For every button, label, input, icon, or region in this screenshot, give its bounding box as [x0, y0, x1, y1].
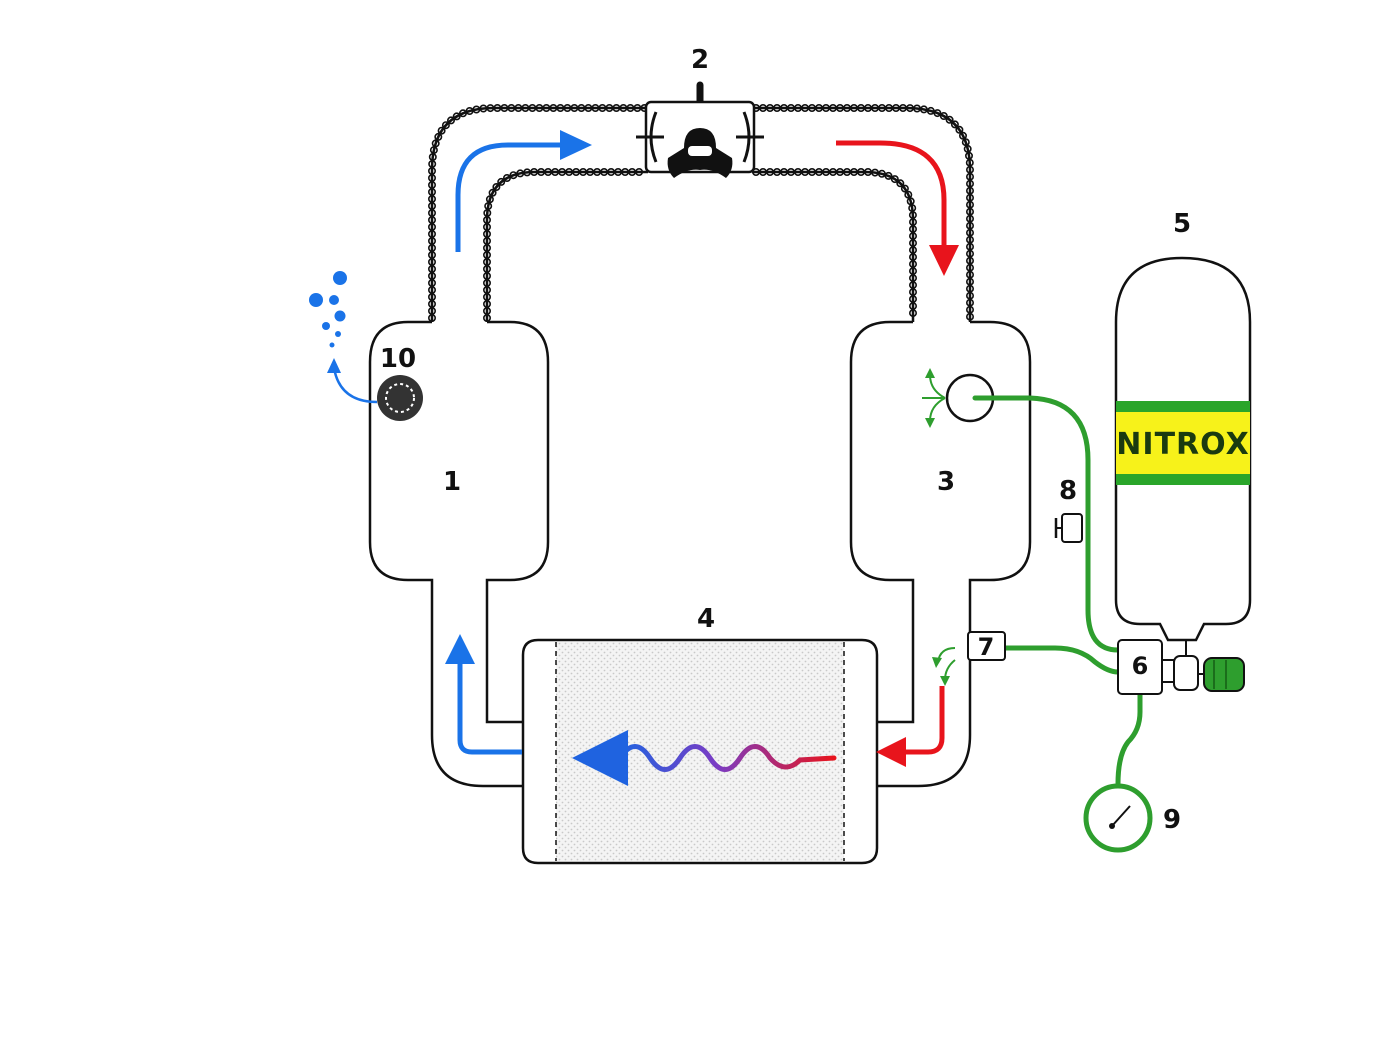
inhale-flow-arrow-top	[836, 140, 959, 276]
scrubber-canister	[521, 638, 879, 865]
inhale-flow-arrow-bottom	[876, 686, 945, 767]
label-7: 7	[978, 633, 995, 661]
hose-corrugation	[482, 168, 644, 322]
tank-valve-knob-icon	[1203, 657, 1245, 692]
hose-corrugation	[427, 104, 649, 322]
auto-diluent-valve	[932, 631, 1006, 686]
tank-label: NITROX	[1116, 427, 1249, 462]
label-6: 6	[1132, 652, 1149, 680]
counterlung-inhale	[849, 320, 1032, 788]
pressure-gauge-icon	[1083, 783, 1153, 853]
exhale-flow-arrow-top	[455, 130, 592, 252]
vent-bubbles-icon	[309, 271, 378, 404]
mouthpiece	[636, 81, 764, 178]
exhale-flow-arrow-bottom	[445, 634, 522, 755]
hose-corrugation	[751, 168, 917, 318]
label-3: 3	[937, 467, 955, 497]
label-2: 2	[691, 45, 709, 75]
breathing-hose-inhale	[751, 104, 974, 322]
label-5: 5	[1173, 209, 1191, 239]
hose-corrugation	[751, 104, 974, 321]
label-9: 9	[1163, 805, 1181, 835]
counterlung-exhale	[368, 320, 550, 788]
label-1: 1	[443, 467, 461, 497]
label-4: 4	[697, 604, 715, 634]
tank-label-bg	[1116, 412, 1250, 474]
heat-wave-arrow	[572, 730, 837, 786]
gas-lines	[972, 395, 1143, 787]
overpressure-valve	[377, 375, 423, 421]
breathing-hose-exhale	[427, 104, 649, 322]
first-stage-regulator	[1117, 639, 1206, 695]
manual-add-valve	[1054, 513, 1083, 543]
label-10: 10	[380, 344, 416, 374]
label-8: 8	[1059, 476, 1077, 506]
gas-cylinder	[1114, 256, 1252, 642]
